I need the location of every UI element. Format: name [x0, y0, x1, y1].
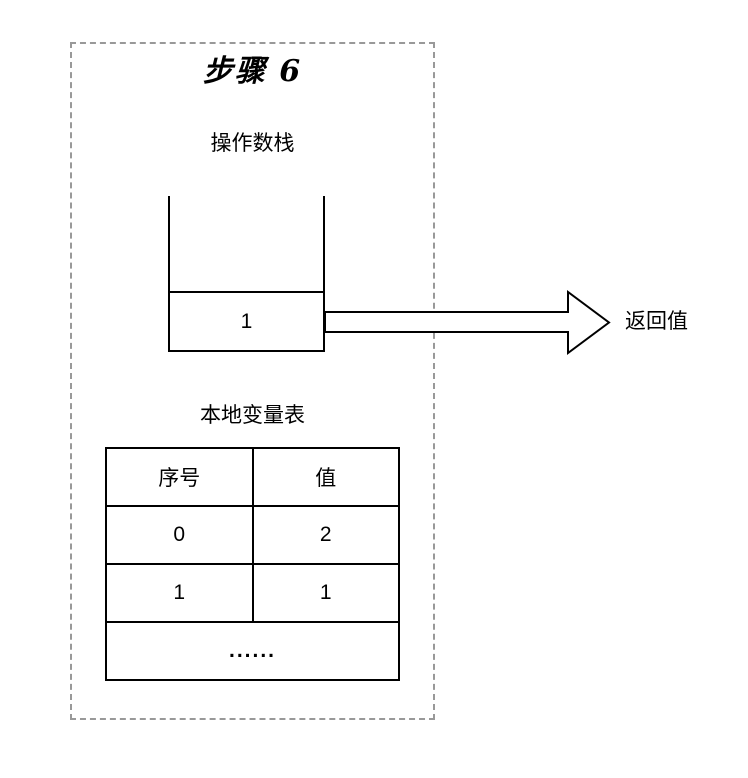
table-row: 1 1 [105, 563, 400, 623]
cell-value-1: 1 [251, 563, 400, 623]
operand-stack: 1 [168, 196, 325, 352]
cell-value-0: 2 [251, 505, 400, 565]
table-row: 0 2 [105, 505, 400, 565]
header-cell-value: 值 [251, 447, 400, 507]
header-cell-index: 序号 [105, 447, 254, 507]
step-frame [70, 42, 435, 720]
return-value-label: 返回值 [625, 310, 688, 333]
cell-index-0: 0 [105, 505, 254, 565]
table-ellipsis-row: ...... [105, 621, 400, 681]
cell-index-1: 1 [105, 563, 254, 623]
step-title: 步骤 6 [202, 54, 303, 89]
local-variable-table-label: 本地变量表 [200, 404, 305, 427]
operand-stack-label: 操作数栈 [210, 132, 295, 155]
table-header-row: 序号 值 [105, 447, 400, 507]
cell-ellipsis: ...... [105, 621, 400, 681]
stack-slot-divider [170, 291, 323, 293]
local-variable-table: 序号 值 0 2 1 1 ...... [105, 447, 400, 681]
stack-slot-value: 1 [240, 309, 253, 333]
